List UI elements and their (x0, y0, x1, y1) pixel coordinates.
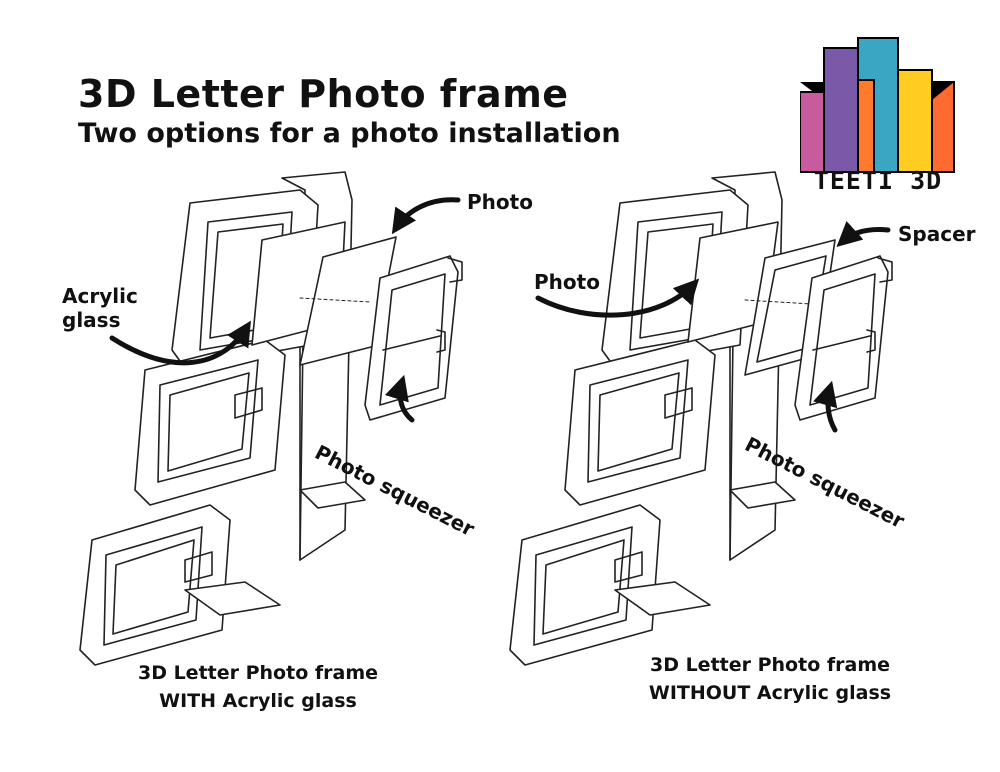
left-frame-assembly (79, 171, 463, 666)
caption-left-line1: 3D Letter Photo frame (137, 662, 379, 684)
arrow-squeezer-right (813, 380, 838, 433)
label-acrylic-line2: glass (62, 308, 121, 332)
page-subtitle: Two options for a photo installation (78, 118, 621, 149)
label-acrylic-line1: Acrylic (62, 284, 138, 308)
arrow-spacer (836, 220, 891, 248)
page-title: 3D Letter Photo frame (78, 72, 569, 116)
teeti-3d-logo-icon (800, 37, 955, 173)
caption-left: 3D Letter Photo frame WITH Acrylic glass (128, 660, 388, 715)
label-photo-right: Photo (534, 270, 600, 294)
logo-text: TEETI 3D (813, 166, 943, 195)
label-photo-left: Photo (467, 190, 533, 214)
caption-right-line1: 3D Letter Photo frame (649, 654, 891, 676)
right-frame-assembly (509, 171, 893, 666)
arrow-squeezer-left (384, 374, 415, 423)
label-spacer: Spacer (898, 222, 976, 246)
caption-right: 3D Letter Photo frame WITHOUT Acrylic gl… (630, 652, 910, 707)
arrow-acrylic-glass (109, 320, 251, 366)
label-acrylic-glass: Acrylic glass (62, 284, 138, 332)
caption-left-line2: WITH Acrylic glass (159, 689, 357, 712)
caption-right-line2: WITHOUT Acrylic glass (648, 681, 892, 704)
arrow-photo-left (391, 197, 461, 235)
callout-arrows (109, 197, 891, 433)
arrow-photo-right (535, 278, 700, 318)
